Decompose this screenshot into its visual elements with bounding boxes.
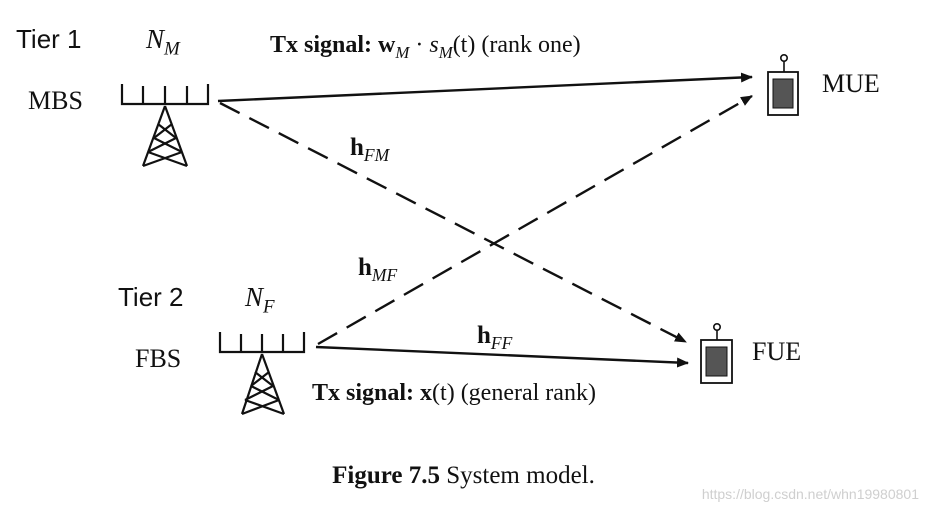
tx-top-s-sub: M <box>438 42 453 62</box>
tier1-antenna-subscript: M <box>164 38 180 60</box>
tx-top-dot: · <box>415 32 424 58</box>
mue-device-icon <box>767 53 799 116</box>
watermark-url: https://blog.csdn.net/whn19980801 <box>701 486 919 502</box>
fbs-antenna-icon <box>218 332 306 354</box>
fue-label: FUE <box>752 337 802 366</box>
tier1-label: Tier 1 <box>16 24 82 54</box>
fbs-to-mue-interference-link <box>317 94 753 346</box>
tier2-antenna-symbol: N <box>245 282 264 312</box>
fbs-to-fue-link <box>315 345 689 368</box>
figure-caption: Figure 7.5 System model. <box>0 462 927 490</box>
tx-bottom-suffix: (general rank) <box>460 380 596 406</box>
fbs-label: FBS <box>135 344 182 373</box>
mbs-to-fue-interference-link <box>219 101 687 344</box>
tier1-antenna-count: NM <box>146 24 180 60</box>
tx-top-prefix: Tx signal: <box>270 32 373 58</box>
figure-caption-number: Figure 7.5 <box>332 462 440 489</box>
channel-h-mf: hMF <box>358 254 397 286</box>
channel-h-fm-sub: FM <box>363 145 390 165</box>
channel-h-mf-sub: MF <box>371 265 398 285</box>
tier2-label: Tier 2 <box>118 282 184 312</box>
fue-device-icon <box>700 322 733 384</box>
tx-top-w-sub: M <box>395 42 410 62</box>
tier2-antenna-subscript: F <box>263 296 275 318</box>
tx-top-suffix: (rank one) <box>481 32 581 58</box>
channel-h-fm: hFM <box>350 134 389 166</box>
channel-h-fm-symbol: h <box>350 134 364 161</box>
mue-label: MUE <box>822 69 880 98</box>
tx-signal-bottom: Tx signal: x(t) (general rank) <box>312 380 596 407</box>
tx-signal-top: Tx signal: wM · sM(t) (rank one) <box>270 32 581 63</box>
tx-bottom-x: x <box>420 380 433 406</box>
tier1-antenna-symbol: N <box>146 24 165 54</box>
tx-top-w: w <box>378 32 396 58</box>
channel-h-mf-symbol: h <box>358 254 372 281</box>
channel-h-ff-symbol: h <box>477 322 491 349</box>
channel-h-ff-sub: FF <box>490 333 513 353</box>
tx-bottom-arg: (t) <box>432 380 455 406</box>
figure-caption-text: System model. <box>446 462 595 489</box>
mbs-label: MBS <box>28 86 83 115</box>
mbs-tower-icon <box>141 105 189 168</box>
tx-top-arg: (t) <box>452 32 476 58</box>
channel-h-ff: hFF <box>477 322 512 354</box>
tx-bottom-prefix: Tx signal: <box>312 380 415 406</box>
tx-top-s: s <box>429 32 439 58</box>
fbs-tower-icon <box>240 353 286 416</box>
mbs-antenna-icon <box>120 84 210 106</box>
tier2-antenna-count: NF <box>245 282 275 318</box>
mbs-to-mue-link <box>217 72 753 103</box>
